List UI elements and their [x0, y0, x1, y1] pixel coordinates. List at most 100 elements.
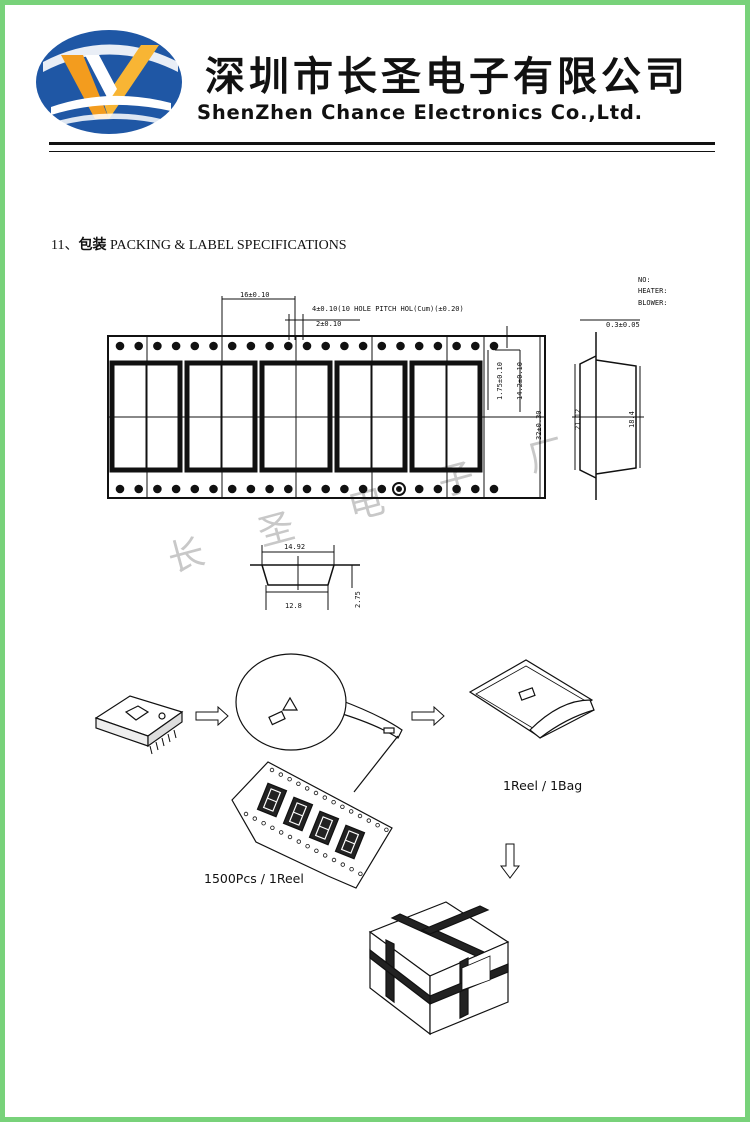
dim-pocket-top: 14.92 — [284, 543, 305, 551]
sprocket-hole — [246, 484, 256, 494]
tape-pocket — [259, 360, 333, 473]
company-name-cn: 深圳市长圣电子有限公司 — [205, 54, 689, 100]
sprocket-hole — [489, 484, 499, 494]
section-title-cn: 包装 — [78, 238, 107, 253]
watermark-char: 长 — [164, 532, 209, 581]
tape-pocket — [334, 360, 408, 473]
sprocket-hole — [414, 341, 424, 351]
dim-hole-offset: 2±0.10 — [316, 320, 341, 328]
sprocket-hole — [489, 341, 499, 351]
dim-hole-note: 4±0.10(10 HOLE PITCH HOL(Cum)(±0.20) — [312, 305, 464, 313]
dim-side-2: 18.4 — [628, 411, 636, 428]
strip-hole — [305, 844, 310, 849]
sprocket-hole — [227, 341, 237, 351]
seven-segment-bar — [293, 811, 303, 817]
section-number: 11、 — [51, 238, 79, 253]
tape-pocket — [109, 360, 183, 473]
sprocket-hole — [115, 484, 125, 494]
sprocket-hole — [358, 341, 368, 351]
dim-pitch: 16±0.10 — [240, 291, 270, 299]
header-rule — [49, 142, 715, 145]
sprocket-hole — [377, 341, 387, 351]
sprocket-hole — [209, 341, 218, 351]
sprocket-hole — [115, 341, 125, 351]
tape-pocket — [409, 360, 483, 473]
sprocket-hole — [452, 484, 461, 494]
note-blower: BLOWER: — [638, 299, 668, 307]
dim-edge: 1.75±0.10 — [496, 362, 504, 400]
sprocket-hole — [433, 484, 443, 494]
strip-hole — [340, 862, 345, 867]
section-heading: 11、包装 PACKING & LABEL SPECIFICATIONS — [51, 234, 347, 254]
dim-pocket-w: 14.2±0.10 — [516, 362, 524, 400]
strip-hole — [287, 777, 292, 782]
sprocket-hole — [171, 484, 181, 494]
strip-hole — [279, 830, 284, 835]
section-title-en: PACKING & LABEL SPECIFICATIONS — [109, 238, 347, 253]
seven-segment-bar — [345, 839, 355, 845]
strip-hole — [313, 790, 319, 796]
flow-arrow-icon — [411, 705, 445, 727]
strip-hole — [269, 767, 275, 773]
dim-thickness: 0.3±0.05 — [606, 321, 640, 329]
company-logo — [36, 30, 182, 134]
sprocket-hole — [452, 341, 461, 351]
strip-hole — [349, 867, 354, 872]
sprocket-hole — [471, 484, 480, 494]
sprocket-hole — [284, 341, 293, 351]
sprocket-hole — [246, 341, 256, 351]
sprocket-hole — [302, 484, 312, 494]
sprocket-hole — [190, 341, 200, 351]
sprocket-hole — [134, 484, 143, 494]
strip-hole — [358, 871, 363, 876]
dim-side-1: 21.12 — [574, 409, 582, 430]
strip-hole — [287, 834, 293, 840]
dim-pocket-depth: 2.75 — [354, 591, 362, 608]
watermark-char: 厂 — [524, 432, 569, 481]
sprocket-hole — [209, 484, 218, 494]
tape-pocket — [184, 360, 258, 473]
sprocket-hole — [340, 341, 349, 351]
sprocket-hole — [227, 484, 237, 494]
reel-icon — [235, 653, 403, 793]
sprocket-hole — [358, 484, 368, 494]
sprocket-hole — [377, 484, 387, 494]
strip-hole — [261, 821, 266, 826]
sprocket-hole — [321, 484, 331, 494]
strip-hole — [366, 818, 371, 823]
sprocket-hole — [414, 484, 424, 494]
sprocket-hole — [302, 341, 312, 351]
strip-hole — [384, 827, 389, 832]
reel-quantity-label: 1500Pcs / 1Reel — [204, 871, 304, 886]
sprocket-hole — [171, 341, 181, 351]
dim-tape-width: 32±0.30 — [535, 410, 543, 440]
strip-hole — [296, 839, 301, 844]
strip-hole — [314, 848, 319, 853]
esd-bag-icon — [468, 659, 595, 739]
sprocket-hole — [134, 341, 143, 351]
flow-arrow-icon — [195, 705, 229, 727]
sprocket-hole — [433, 341, 443, 351]
strip-hole — [252, 816, 257, 821]
note-no: NO: — [638, 276, 651, 284]
sprocket-hole — [284, 484, 293, 494]
sprocket-hole — [265, 484, 274, 494]
carton-box-icon — [368, 901, 510, 1036]
sprocket-hole — [396, 341, 405, 351]
strip-hole — [270, 825, 275, 830]
tape-strip-icon — [231, 761, 393, 889]
sprocket-hole — [265, 341, 274, 351]
sprocket-hole — [190, 484, 200, 494]
strip-hole — [357, 813, 363, 819]
strip-hole — [349, 809, 354, 814]
sprocket-hole — [153, 341, 162, 351]
pocket-section-view — [250, 545, 360, 610]
sprocket-hole — [321, 341, 331, 351]
strip-hole — [278, 772, 283, 777]
company-name-en: ShenZhen Chance Electronics Co.,Ltd. — [197, 101, 643, 124]
strip-hole — [340, 804, 345, 809]
sprocket-hole — [153, 484, 162, 494]
sprocket-hole — [471, 341, 480, 351]
led-display-component — [94, 695, 184, 755]
